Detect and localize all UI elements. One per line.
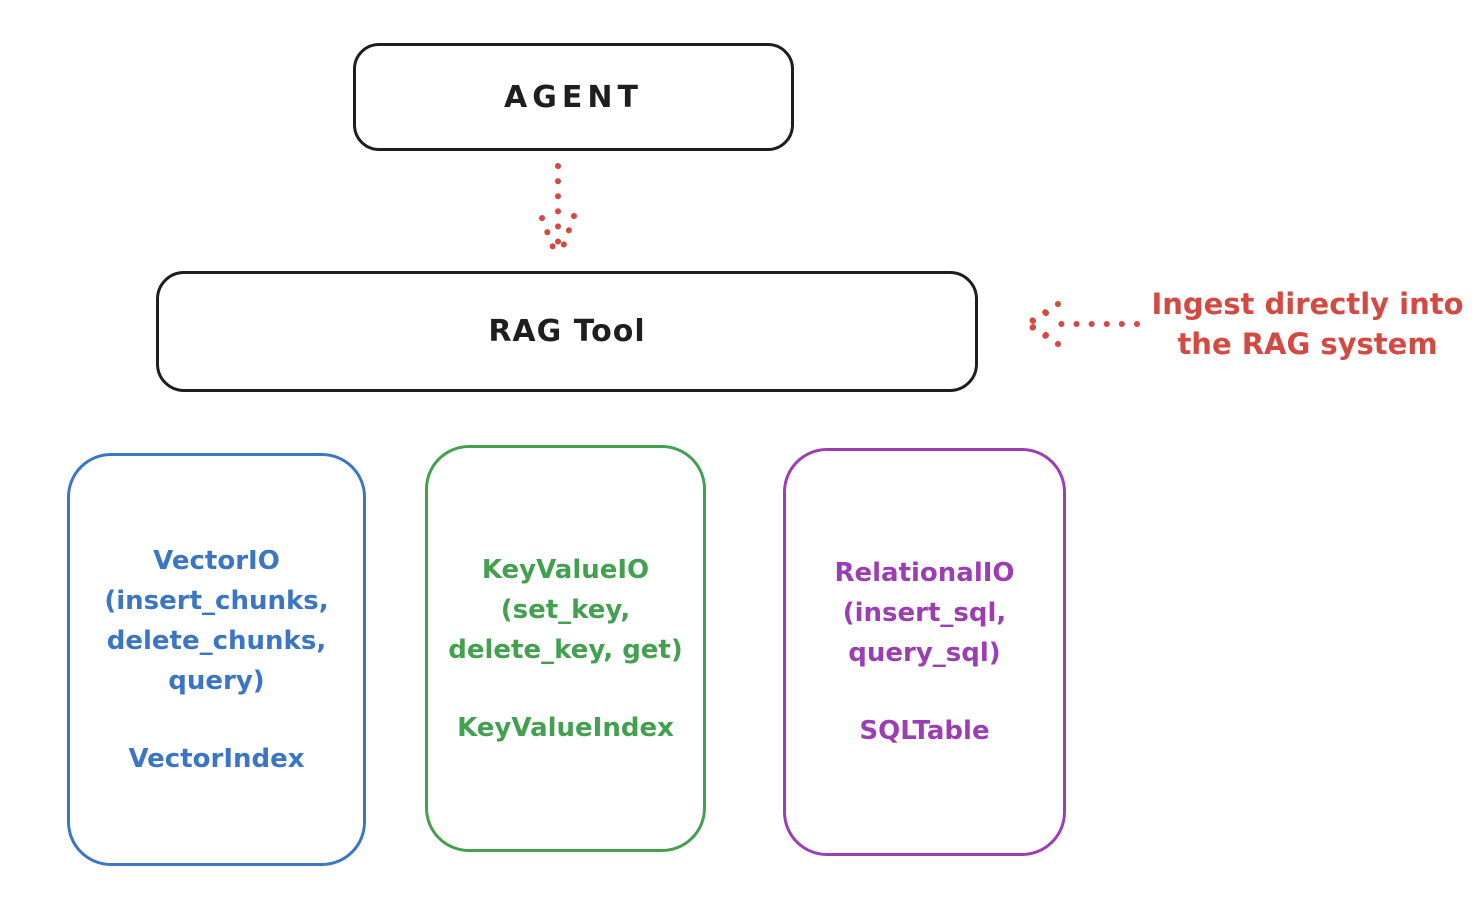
box-text-line: delete_key, get) [448,634,683,665]
box-text-line: (insert_chunks, [104,585,329,616]
ingest-annotation-line1: Ingest directly into [1151,287,1464,321]
keyvalueio-text: KeyValueIO (set_key, delete_key, get) Ke… [448,550,683,748]
keyvalueio-box: KeyValueIO (set_key, delete_key, get) Ke… [425,445,706,852]
keyvalue-index-label: KeyValueIndex [457,712,674,743]
box-text-line: query) [168,665,265,696]
box-text-line: delete_chunks, [106,625,327,656]
ingest-annotation: Ingest directly into the RAG system [1135,284,1480,364]
rag-tool-box: RAG Tool [156,271,978,392]
box-text-line: RelationalIO [834,558,1015,588]
relationalio-text: RelationalIO (insert_sql, query_sql) SQL… [834,553,1014,751]
arrow-agent-to-ragtool-icon [539,163,577,261]
box-text-line: KeyValueIO [481,554,650,585]
ingest-annotation-line2: the RAG system [1177,327,1438,361]
agent-box: AGENT [353,43,794,151]
vectorio-text: VectorIO (insert_chunks, delete_chunks, … [104,541,328,779]
agent-label: AGENT [504,79,643,115]
vectorio-box: VectorIO (insert_chunks, delete_chunks, … [67,453,366,866]
box-text-line: VectorIO [153,545,280,576]
rag-tool-label: RAG Tool [488,314,646,349]
box-text-line: (set_key, [500,594,631,625]
vector-index-label: VectorIndex [128,743,305,774]
box-text-line: query_sql) [848,638,1001,668]
relationalio-box: RelationalIO (insert_sql, query_sql) SQL… [783,448,1066,856]
box-text-line: (insert_sql, [842,598,1007,628]
sqltable-label: SQLTable [859,716,990,746]
arrow-ingest-to-ragtool-icon [1024,301,1140,347]
